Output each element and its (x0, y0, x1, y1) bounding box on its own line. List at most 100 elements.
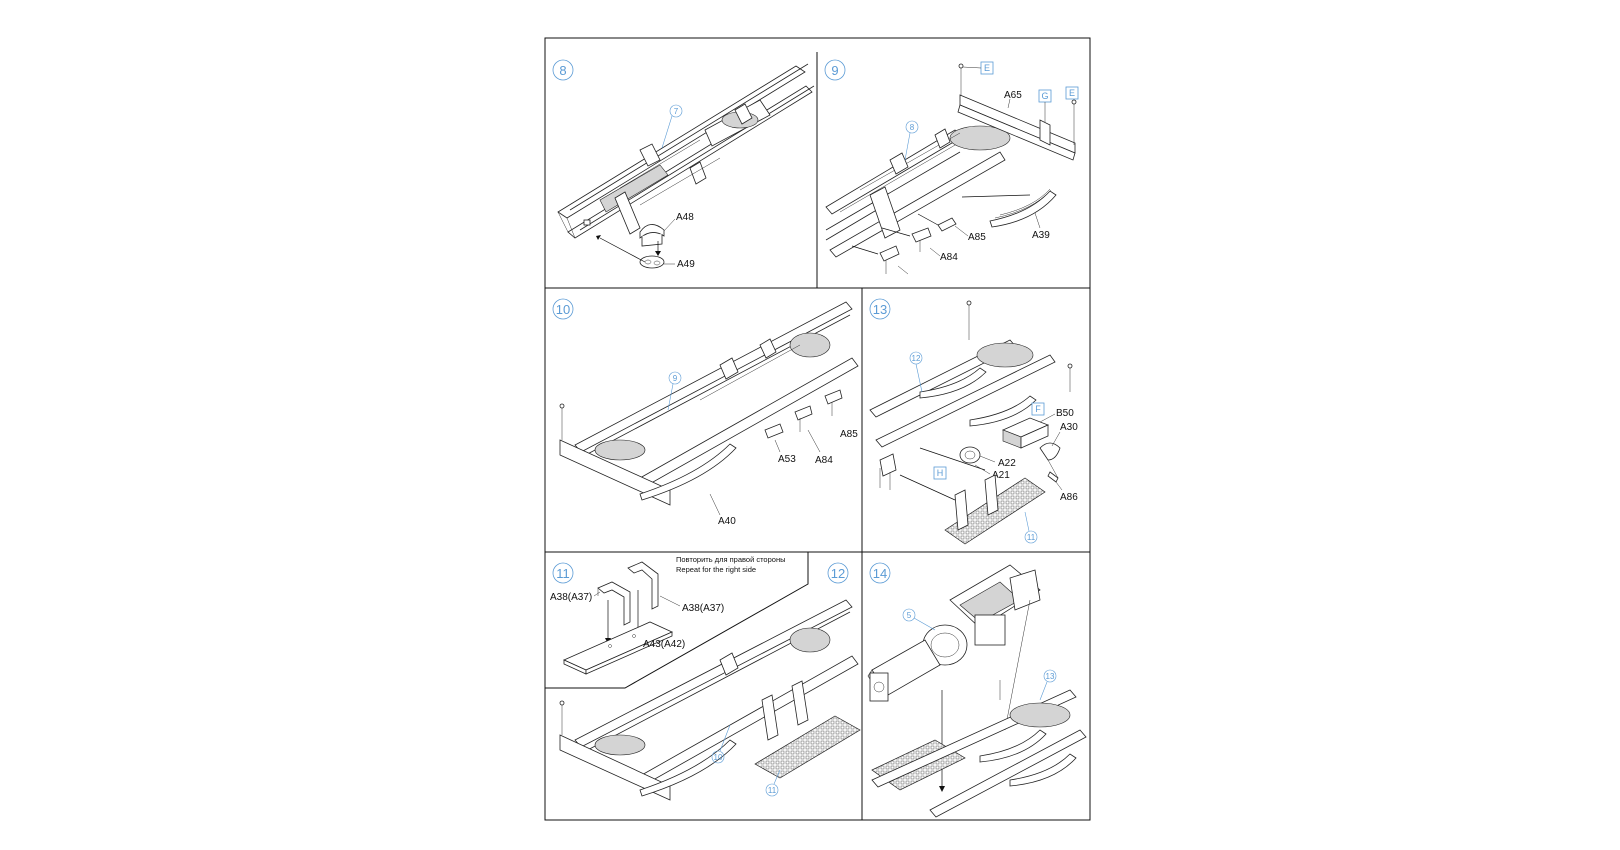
label-a40: A40 (718, 516, 736, 527)
part-b50-battery-box: B50 (1001, 408, 1074, 449)
callout-ref-11-12: 11 (765, 769, 781, 797)
assembly-box-f: F (1031, 402, 1045, 416)
ref-9-text: 9 (673, 374, 678, 383)
step-8: 8 7 A48 (552, 59, 815, 270)
callout-ref-10: 10 (711, 724, 731, 764)
chassis-frame-14 (871, 680, 1087, 818)
ref-11-12-text: 11 (768, 786, 777, 795)
step-number-14: 14 (869, 562, 891, 584)
callout-ref-5: 5 (902, 608, 936, 631)
part-a38-right-bracket: A38(A37) (627, 561, 724, 636)
part-step-plate-11 (944, 474, 1046, 545)
step-plate-12 (754, 715, 861, 779)
chassis-frame-8 (557, 63, 815, 239)
chassis-frame-13 (869, 300, 1073, 501)
box-f-text: F (1035, 404, 1041, 414)
label-a86: A86 (1060, 492, 1078, 503)
ref-12-text: 12 (912, 354, 921, 363)
label-a22: A22 (998, 458, 1016, 469)
callout-ref-9: 9 (667, 371, 682, 411)
label-a49: A49 (677, 259, 695, 270)
label-a85-10: A85 (840, 429, 858, 440)
callout-ref-12: 12 (909, 351, 923, 393)
note-russian: Повторить для правой стороны (676, 555, 785, 564)
assembly-box-g: G (1038, 89, 1052, 122)
part-a85-bracket: A84 (881, 227, 958, 263)
note-english: Repeat for the right side (676, 565, 756, 574)
callout-ref-11-13: 11 (1024, 511, 1038, 544)
part-a52-bracket: A85 (917, 213, 986, 243)
assembly-box-e-top: E (962, 61, 994, 75)
part-a84-bracket-10: A84 (794, 405, 833, 466)
ref-10-text: 10 (714, 753, 723, 762)
repeat-note: Повторить для правой стороны Repeat for … (676, 555, 785, 574)
step-9: 9 A65 E (824, 59, 1079, 275)
part-a49-mount: A49 (596, 235, 695, 270)
label-a39: A39 (1032, 230, 1050, 241)
ref-13-text: 13 (1046, 672, 1055, 681)
part-a38-left-bracket: A38(A37) (550, 581, 631, 644)
step-number-9-text: 9 (831, 63, 838, 78)
step-14: 14 5 (867, 562, 1087, 818)
step-number-8-text: 8 (559, 63, 566, 78)
step-13: 13 12 B50 (869, 298, 1078, 545)
ref-8-text: 8 (910, 123, 915, 132)
step-number-9: 9 (824, 59, 846, 81)
part-a85-bracket-10: A85 (824, 389, 858, 440)
step-12: 12 10 11 (559, 562, 861, 801)
label-a38-right: A38(A37) (682, 603, 724, 614)
step-number-11: 11 (552, 562, 574, 584)
chassis-frame-12 (559, 599, 859, 801)
part-a22-spare-wheel-hub: A22 (959, 446, 1016, 469)
step-10: 10 9 A53 A84 (552, 298, 859, 527)
inset-frame-11 (544, 552, 809, 689)
step-11: 11 Повторить для правой стороны Repeat f… (550, 555, 785, 675)
label-a21: A21 (992, 470, 1010, 481)
part-a53-bracket: A53 (764, 423, 796, 465)
label-b50: B50 (1056, 408, 1074, 419)
chassis-frame-9 (825, 125, 1011, 258)
part-a39-leaf-spring: A39 (961, 188, 1057, 241)
part-a84-bracket (851, 245, 909, 275)
callout-ref-8: 8 (904, 120, 919, 161)
ref-5-text: 5 (907, 611, 912, 620)
step-number-11-text: 11 (556, 566, 570, 581)
sheet-frame (544, 37, 1091, 821)
label-a40-group: A40 (709, 493, 736, 527)
part-a65-bumper: A65 (957, 63, 1077, 161)
label-a43: A43(A42) (643, 639, 685, 650)
assembly-box-h: H (933, 466, 947, 480)
step-number-13: 13 (869, 298, 891, 320)
part-a43-plate: A43(A42) (563, 621, 685, 675)
label-a65: A65 (1004, 90, 1022, 101)
callout-ref-7: 7 (661, 104, 683, 149)
part-a30-hanger: A30 (1039, 422, 1078, 479)
box-h-text: H (937, 468, 944, 478)
step-number-10-text: 10 (556, 302, 570, 317)
assembly-box-e-right: E (1065, 86, 1079, 100)
step-number-13-text: 13 (873, 302, 887, 317)
box-g-text: G (1041, 91, 1048, 101)
step-number-12: 12 (827, 562, 849, 584)
label-a53: A53 (778, 454, 796, 465)
part-a21: A21 (974, 464, 1010, 481)
step-number-10: 10 (552, 298, 574, 320)
chassis-frame-10 (559, 301, 859, 506)
engine-gearbox (867, 564, 1041, 792)
ref-7-text: 7 (674, 107, 679, 116)
label-a52: A85 (968, 232, 986, 243)
label-a85: A84 (940, 252, 958, 263)
box-e-top-text: E (984, 63, 990, 73)
label-a30: A30 (1060, 422, 1078, 433)
part-a86-clip: A86 (1047, 471, 1078, 503)
label-a84-10: A84 (815, 455, 833, 466)
label-a38-left: A38(A37) (550, 592, 592, 603)
step-number-14-text: 14 (873, 566, 887, 581)
label-a48: A48 (676, 212, 694, 223)
ref-11-13-text: 11 (1027, 533, 1036, 542)
callout-ref-13: 13 (1039, 669, 1057, 701)
box-e-right-text: E (1069, 88, 1075, 98)
step-number-12-text: 12 (831, 566, 845, 581)
part-a48-cap: A48 (639, 212, 694, 247)
